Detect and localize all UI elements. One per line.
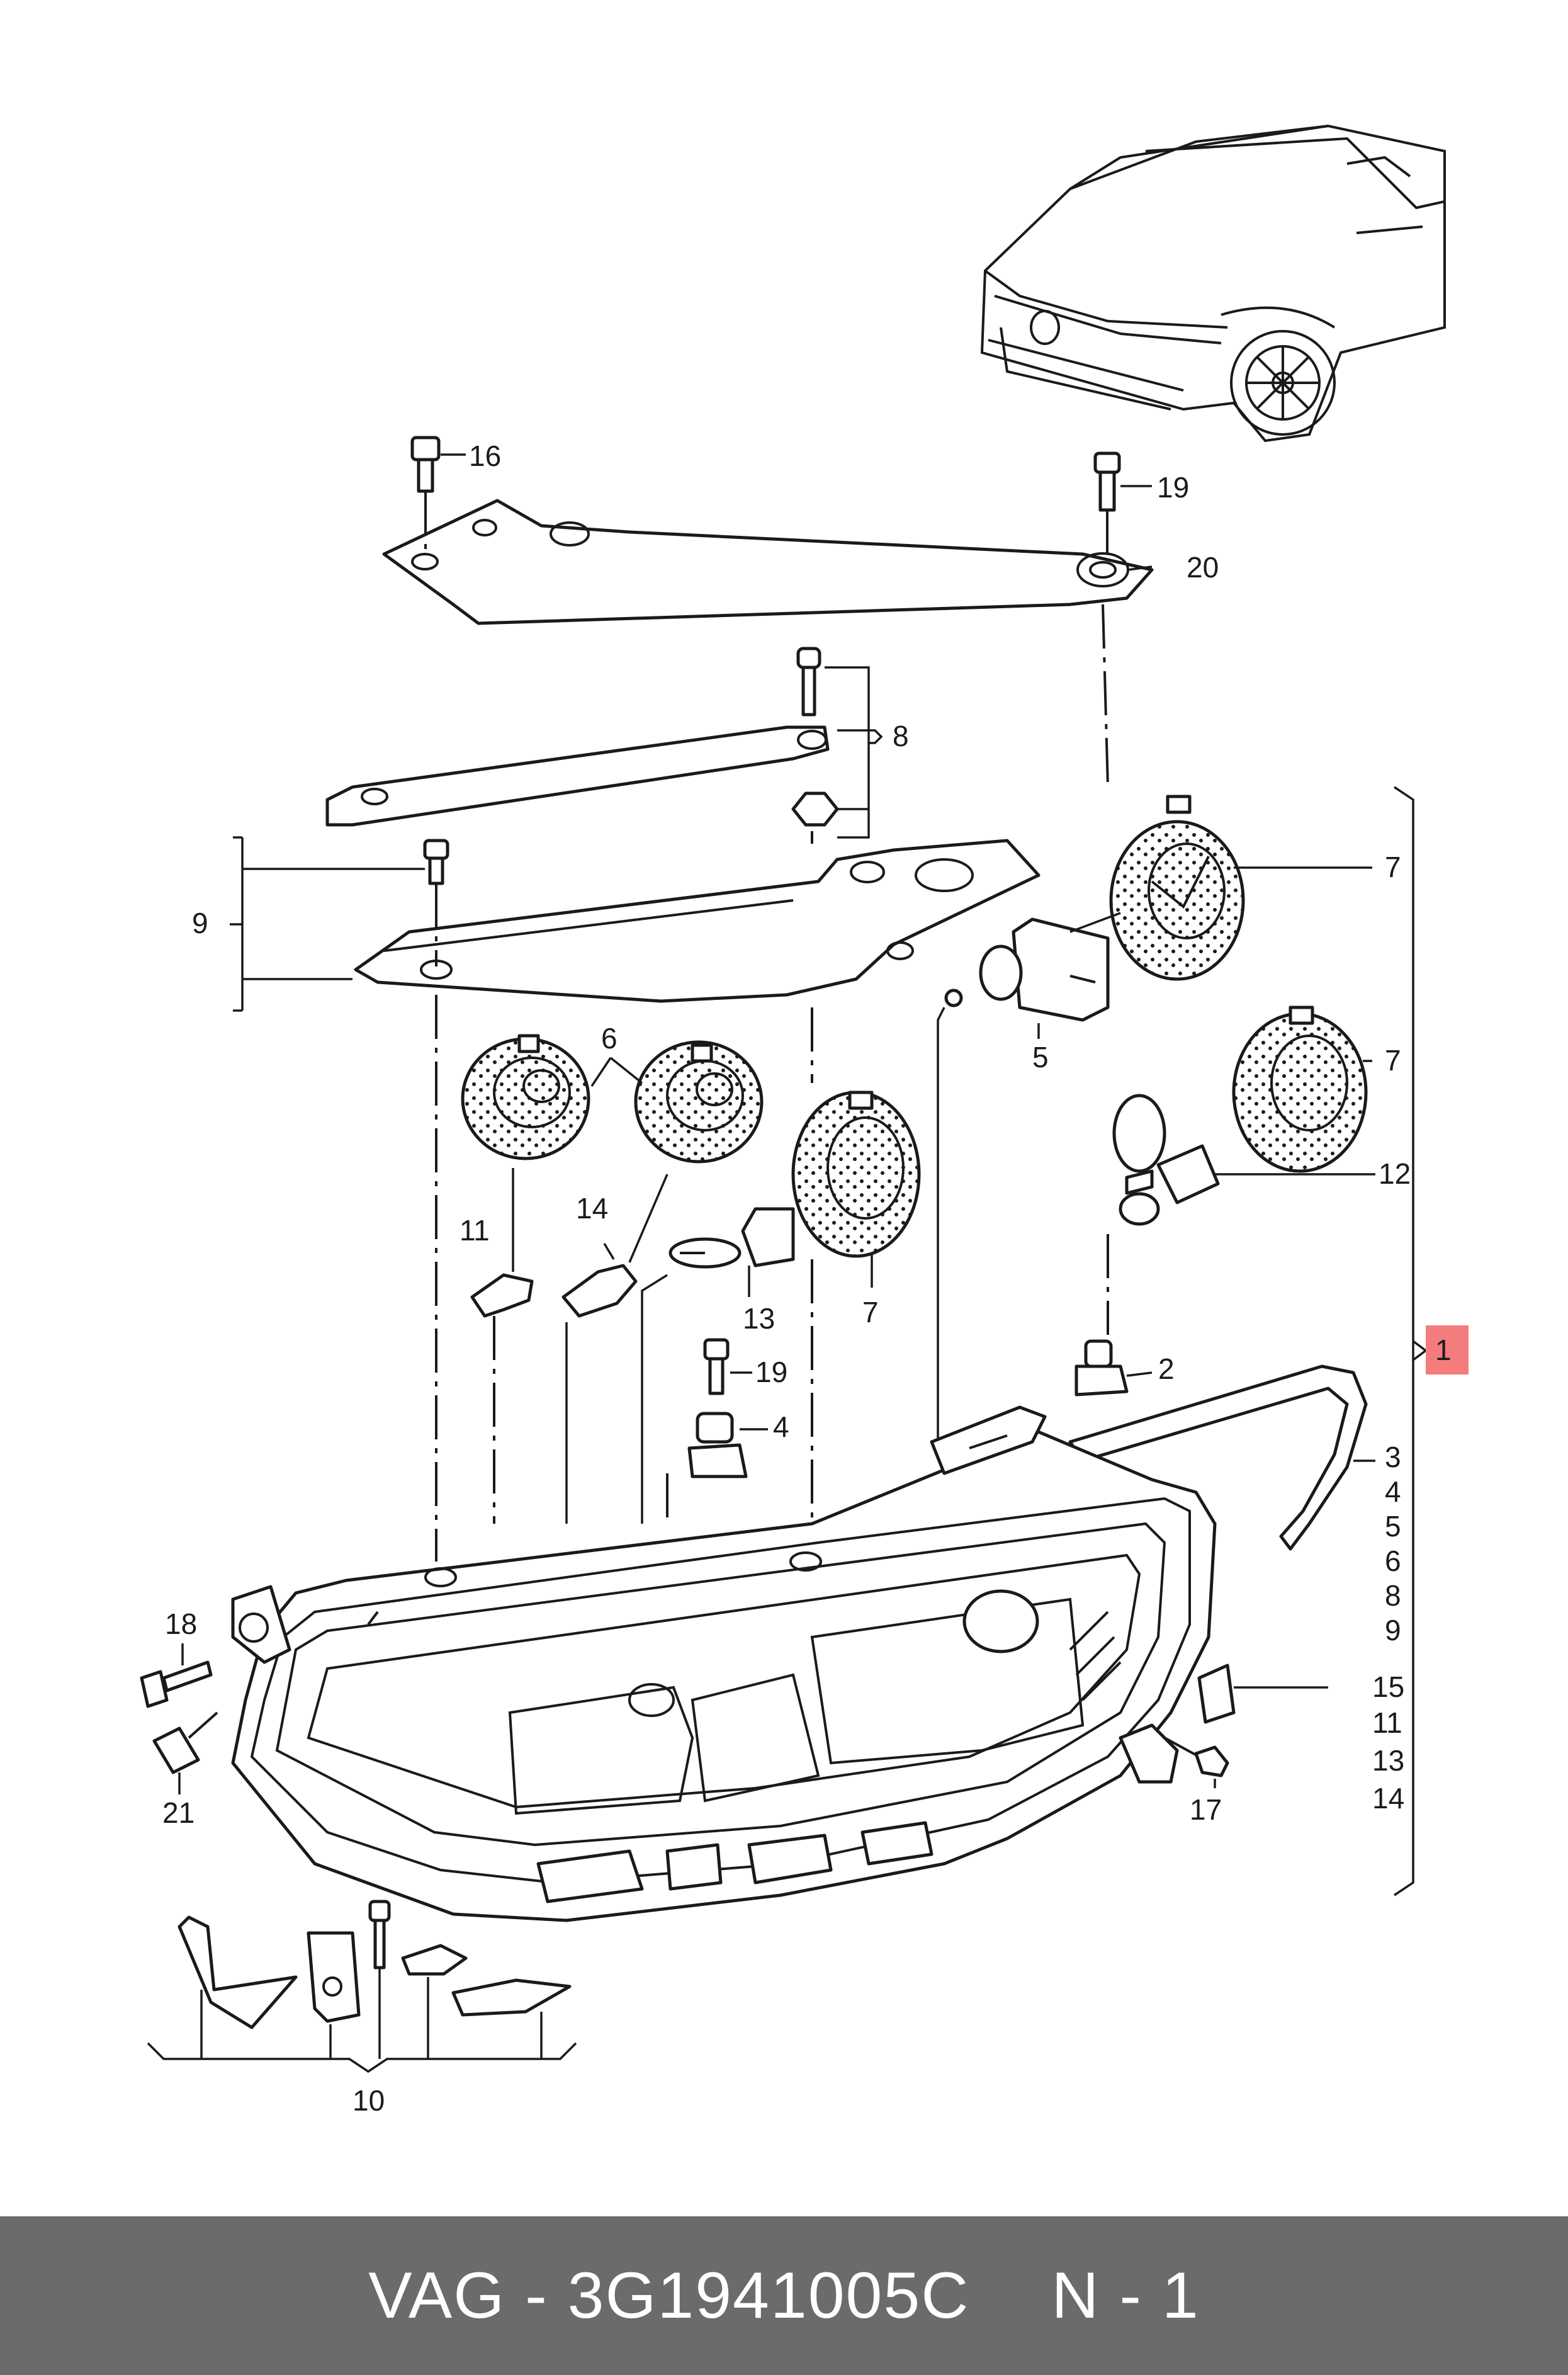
callout-14: 14 — [1372, 1782, 1404, 1815]
callout-4: 4 — [1385, 1475, 1401, 1508]
highlight-marker — [1426, 1325, 1469, 1375]
callout-labels: 1 2 3 4 4 5 5 6 6 7 7 7 8 8 9 9 10 11 11… — [162, 439, 1452, 2117]
vehicle-thumbnail — [980, 124, 1446, 443]
callout-4-clip: 4 — [773, 1410, 789, 1443]
callout-5: 5 — [1385, 1510, 1401, 1543]
clip-4 — [666, 1412, 768, 1524]
trim-strip — [325, 647, 883, 839]
callout-13: 13 — [1372, 1744, 1404, 1777]
mount-kit-10 — [147, 1900, 577, 2073]
seal-strip — [1068, 1364, 1375, 1551]
callout-18: 18 — [165, 1607, 197, 1640]
callout-17: 17 — [1190, 1793, 1222, 1826]
bulb-cover-7-upper — [1109, 795, 1372, 981]
part-number: VAG - 3G1941005C — [368, 2259, 970, 2332]
diagram-position: N - 1 — [1051, 2259, 1200, 2332]
callout-8: 8 — [1385, 1579, 1401, 1612]
callout-2: 2 — [1158, 1352, 1175, 1385]
callout-11-bulb: 11 — [460, 1214, 490, 1247]
bulb-cover-6b — [634, 1040, 764, 1164]
bulb-cover-7-middle — [791, 1091, 921, 1288]
bulb-13 — [641, 1207, 795, 1524]
headlight-housing — [231, 1405, 1217, 1922]
callout-19-upper: 19 — [1157, 471, 1189, 504]
callout-6-covers: 6 — [601, 1022, 618, 1055]
callout-8-strip: 8 — [893, 720, 909, 752]
bulb-12 — [1112, 1094, 1375, 1226]
clip-15 — [1197, 1664, 1328, 1724]
callout-13-bulb: 13 — [743, 1302, 775, 1335]
callout-15: 15 — [1372, 1670, 1404, 1703]
bulb-cover-6a — [461, 1034, 590, 1160]
bulb-cover-7-lower — [1232, 1006, 1372, 1173]
callout-3: 3 — [1385, 1441, 1401, 1473]
upper-bracket — [382, 499, 1154, 625]
callout-21: 21 — [162, 1796, 195, 1829]
holder-2 — [1074, 1234, 1153, 1397]
callout-5-actuator: 5 — [1032, 1041, 1049, 1074]
bolt-19-upper — [1093, 451, 1153, 788]
callout-1: 1 — [1435, 1334, 1452, 1366]
screw-21 — [152, 1711, 218, 1794]
callout-7-upper: 7 — [1385, 851, 1401, 883]
callout-7-lower: 7 — [1385, 1044, 1401, 1077]
exploded-parts-diagram: 1 2 3 4 4 5 5 6 6 7 7 7 8 8 9 9 10 11 11… — [140, 124, 1469, 2117]
bolt-16 — [410, 436, 466, 554]
screw-17 — [1164, 1737, 1229, 1788]
callout-16: 16 — [469, 439, 501, 472]
callout-14-bulb: 14 — [576, 1192, 608, 1225]
footer-bar: VAG - 3G1941005C N - 1 — [0, 2216, 1568, 2375]
callout-10: 10 — [353, 2084, 385, 2117]
callout-6: 6 — [1385, 1545, 1401, 1577]
callout-11: 11 — [1372, 1706, 1402, 1739]
callout-7-middle: 7 — [862, 1296, 879, 1329]
callout-12: 12 — [1379, 1157, 1411, 1190]
cover-panel — [230, 836, 1041, 1012]
bolt-19-lower — [703, 1338, 752, 1395]
callout-9-panel: 9 — [192, 907, 208, 939]
wedge-bulb-14 — [561, 1174, 668, 1524]
actuator-5 — [937, 912, 1121, 1448]
callout-20: 20 — [1187, 551, 1219, 584]
bolt-18 — [140, 1643, 213, 1708]
callout-9: 9 — [1385, 1614, 1401, 1647]
wedge-bulb-11 — [470, 1168, 534, 1524]
callout-19-lower: 19 — [755, 1356, 787, 1388]
